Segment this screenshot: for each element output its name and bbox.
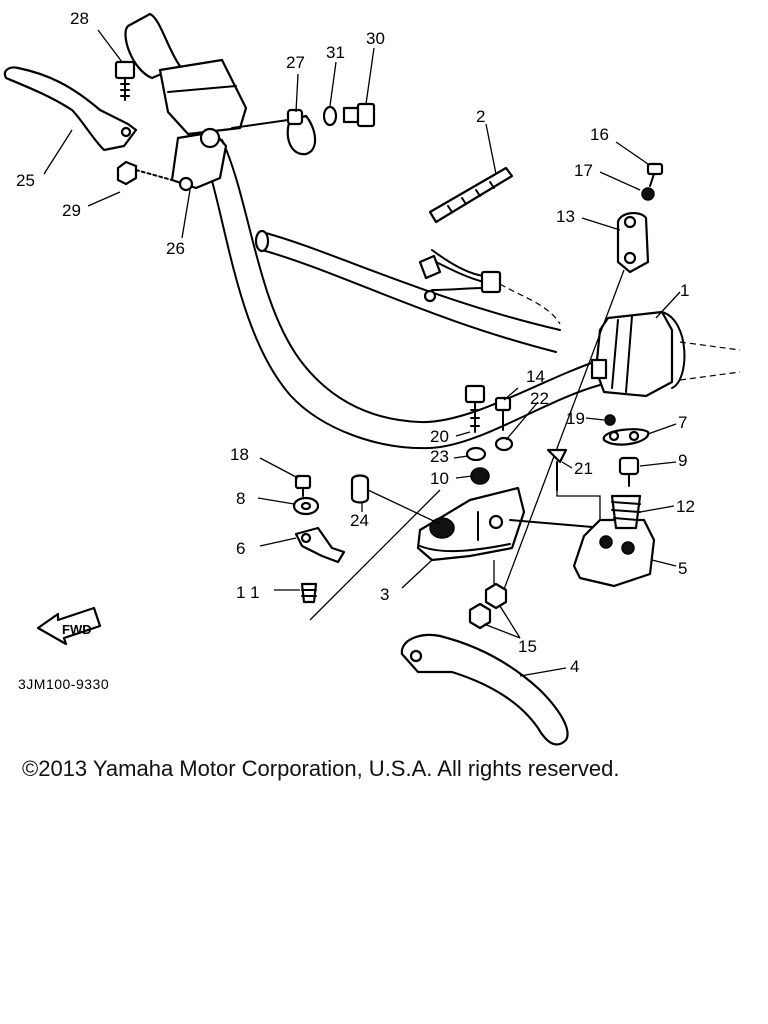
mirror-clamp-parts bbox=[231, 102, 376, 156]
callout-8: 8 bbox=[236, 489, 245, 508]
handlebar-parts-diagram: FWD 1 2 3 bbox=[3, 9, 741, 746]
callout-1: 1 bbox=[680, 281, 689, 300]
callout-14: 14 bbox=[526, 367, 545, 386]
callout-26: 26 bbox=[166, 239, 185, 258]
right-switch-housing bbox=[590, 310, 686, 398]
plate-7 bbox=[602, 414, 650, 446]
callout-15: 15 bbox=[518, 637, 537, 656]
brake-switch-assembly bbox=[572, 456, 656, 588]
callout-6: 6 bbox=[236, 539, 245, 558]
bolt-28 bbox=[114, 60, 136, 101]
master-cylinder bbox=[416, 486, 605, 562]
callout-12: 12 bbox=[676, 497, 695, 516]
brake-lever bbox=[400, 633, 569, 746]
callout-16: 16 bbox=[590, 125, 609, 144]
callout-22: 22 bbox=[530, 389, 549, 408]
nuts-15 bbox=[468, 560, 508, 630]
callout-17: 17 bbox=[574, 161, 593, 180]
fwd-label: FWD bbox=[62, 622, 92, 637]
callout-9: 9 bbox=[678, 451, 687, 470]
callout-13: 13 bbox=[556, 207, 575, 226]
callout-leaders bbox=[43, 29, 681, 677]
callout-29: 29 bbox=[62, 201, 81, 220]
callout-4: 4 bbox=[570, 657, 579, 676]
callout-27: 27 bbox=[286, 53, 305, 72]
fasteners-center bbox=[464, 384, 514, 485]
callout-7: 7 bbox=[678, 413, 687, 432]
callout-numbers: 1 2 3 4 5 6 7 8 9 10 1 1 12 13 14 15 16 … bbox=[16, 9, 695, 676]
clutch-lever bbox=[3, 66, 138, 152]
holder-13 bbox=[499, 162, 664, 601]
left-small-parts bbox=[292, 474, 441, 621]
callout-5: 5 bbox=[678, 559, 687, 578]
callout-2: 2 bbox=[476, 107, 485, 126]
diagram-code: 3JM100-9330 bbox=[18, 676, 110, 692]
callout-25: 25 bbox=[16, 171, 35, 190]
cable-band bbox=[428, 166, 514, 224]
callout-21: 21 bbox=[574, 459, 593, 478]
forward-arrow-icon: FWD bbox=[36, 606, 102, 646]
callout-3: 3 bbox=[380, 585, 389, 604]
callout-23: 23 bbox=[430, 447, 449, 466]
copyright-notice: ©2013 Yamaha Motor Corporation, U.S.A. A… bbox=[22, 756, 620, 781]
callout-18: 18 bbox=[230, 445, 249, 464]
left-grip bbox=[124, 12, 248, 136]
callout-31: 31 bbox=[326, 43, 345, 62]
nut-29 bbox=[116, 160, 173, 186]
callout-30: 30 bbox=[366, 29, 385, 48]
bolt-21 bbox=[546, 448, 601, 520]
callout-19: 19 bbox=[566, 409, 585, 428]
callout-20: 20 bbox=[430, 427, 449, 446]
cap-24 bbox=[350, 474, 441, 525]
wiring-harness bbox=[418, 249, 561, 325]
callout-11: 1 1 bbox=[236, 583, 260, 602]
callout-10: 10 bbox=[430, 469, 449, 488]
callout-28: 28 bbox=[70, 9, 89, 28]
callout-24: 24 bbox=[350, 511, 369, 530]
clutch-lever-holder bbox=[170, 127, 228, 192]
